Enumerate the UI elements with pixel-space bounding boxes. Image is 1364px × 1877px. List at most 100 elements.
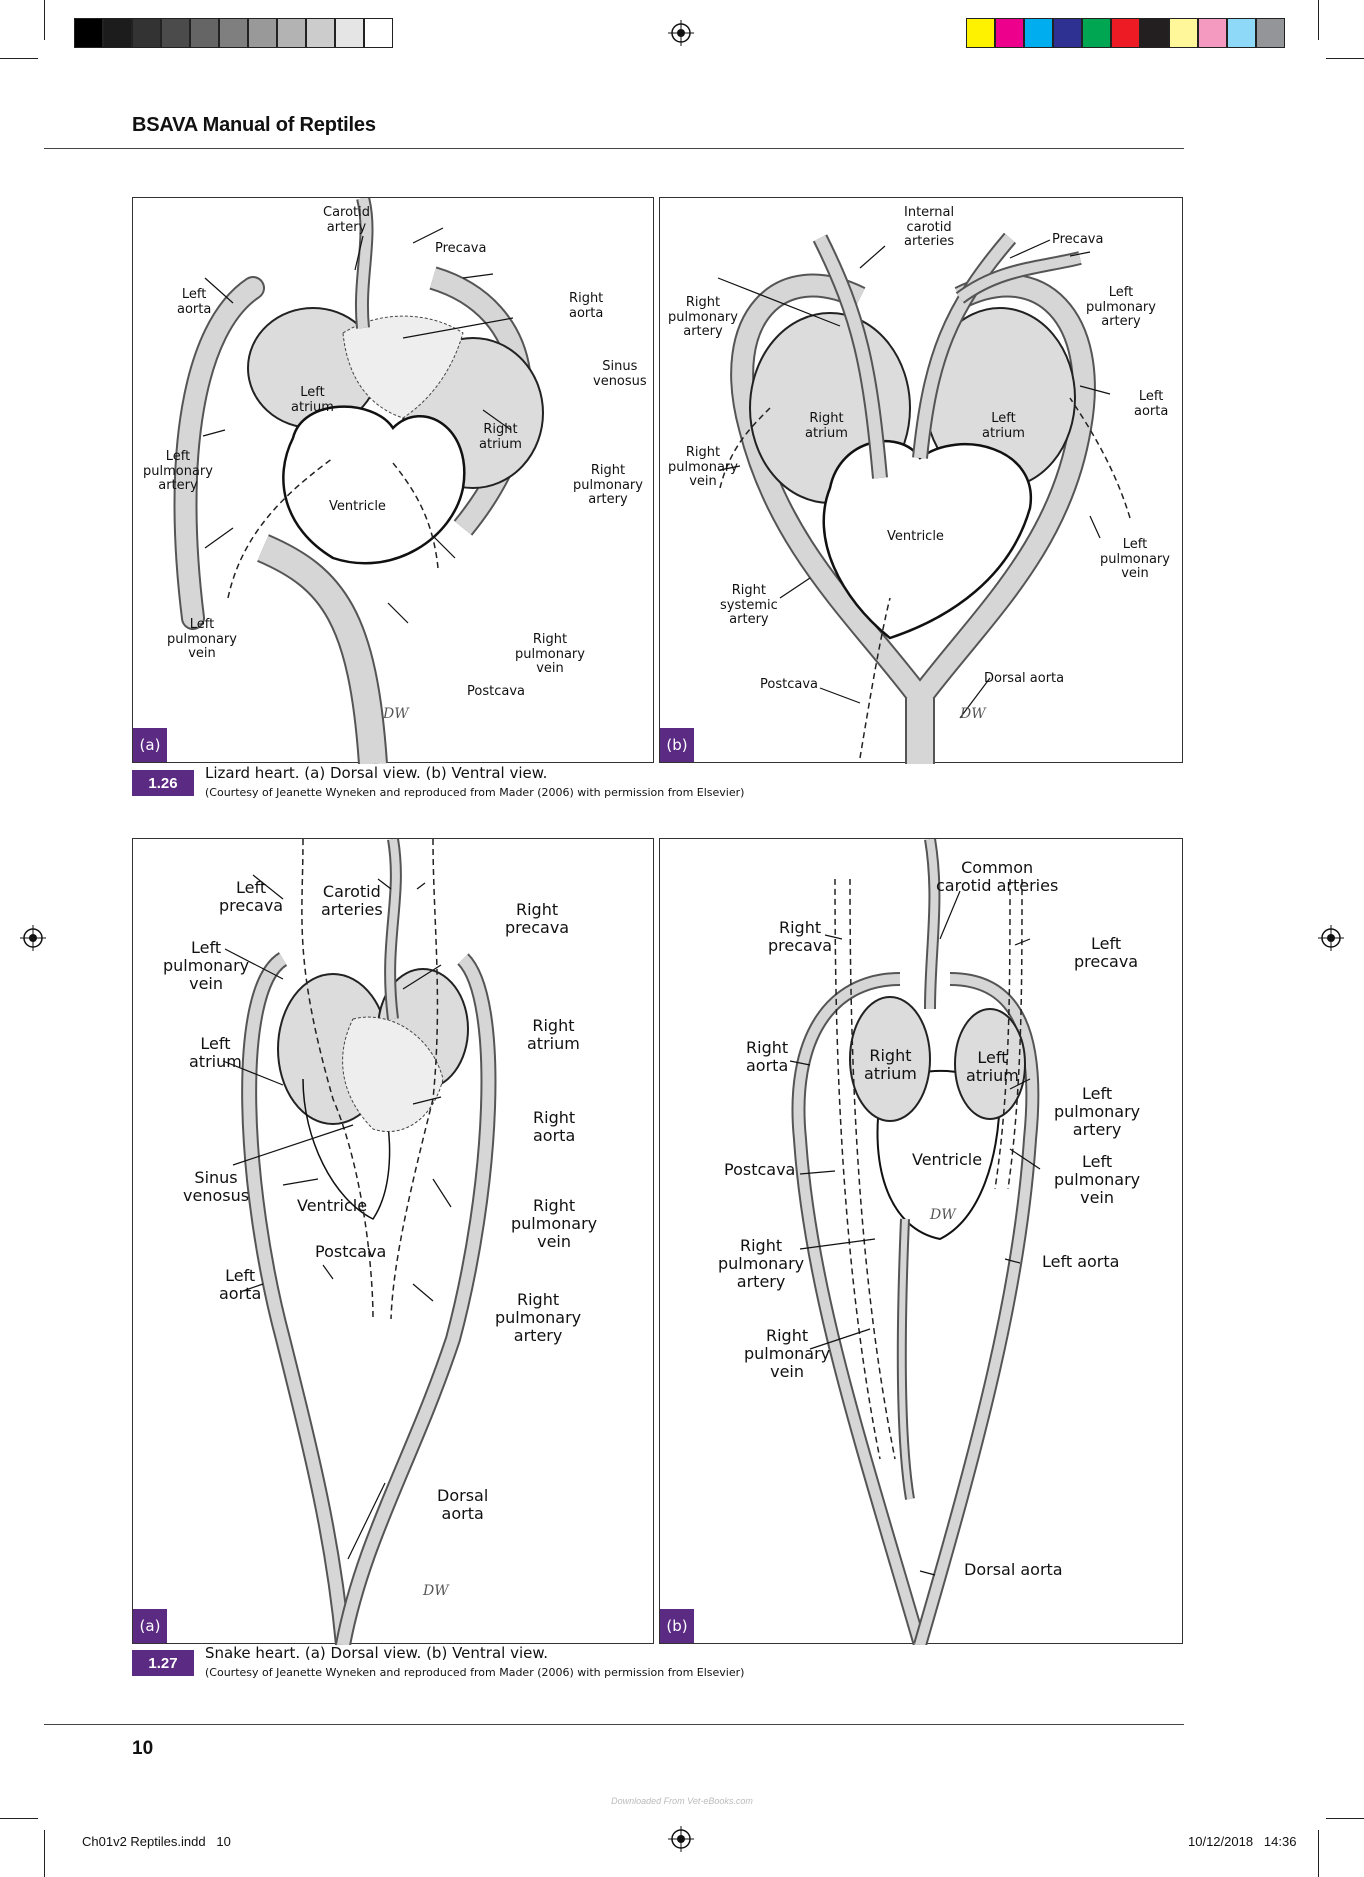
crop-mark [1318, 1830, 1319, 1877]
label-postcava: Postcava [467, 684, 525, 699]
figure-credit: (Courtesy of Jeanette Wyneken and reprod… [205, 1666, 745, 1679]
calibration-swatch [1082, 18, 1111, 48]
panel-tag: (a) [133, 1609, 167, 1643]
label-left-precava: Left precava [1074, 934, 1139, 971]
label-right-pulmonary-artery: Right pulmonary artery [668, 295, 738, 340]
calibration-swatch [1198, 18, 1227, 48]
label-internal-carotid-arteries: Internal carotid arteries [904, 205, 955, 250]
label-precava: Precava [435, 241, 487, 256]
label-dorsal-aorta: Dorsal aorta [437, 1486, 489, 1523]
calibration-swatch [364, 18, 393, 48]
label-right-pulmonary-artery: Right pulmonary artery [573, 463, 643, 508]
registration-mark-icon [1318, 925, 1344, 951]
calibration-swatch [219, 18, 248, 48]
label-right-systemic-artery: Right systemic artery [720, 583, 778, 628]
snake-heart-dorsal-diagram: DW [222, 839, 497, 1645]
label-right-precava: Right precava [768, 918, 833, 955]
label-left-pulmonary-vein: Left pulmonary vein [167, 617, 237, 662]
label-right-atrium: Right atrium [479, 422, 522, 452]
label-right-pulmonary-vein: Right pulmonary vein [744, 1326, 831, 1381]
label-left-aorta: Left aorta [1042, 1252, 1120, 1271]
calibration-swatch [1053, 18, 1082, 48]
label-right-pulmonary-artery: Right pulmonary artery [718, 1236, 805, 1291]
calibration-swatch [277, 18, 306, 48]
figure-caption: Lizard heart. (a) Dorsal view. (b) Ventr… [205, 764, 548, 782]
calibration-swatch [161, 18, 190, 48]
label-left-pulmonary-artery: Left pulmonary artery [143, 449, 213, 494]
label-left-pulmonary-vein: Left pulmonary vein [1100, 537, 1170, 582]
calibration-swatch [966, 18, 995, 48]
header-rule [44, 148, 1184, 149]
label-left-atrium: Left atrium [982, 411, 1025, 441]
label-sinus-venosus: Sinus venosus [593, 359, 647, 389]
figure-number: 1.27 [132, 1650, 194, 1676]
calibration-swatch [1227, 18, 1256, 48]
label-carotid-arteries: Carotid arteries [321, 882, 383, 919]
label-left-pulmonary-vein: Left pulmonary vein [1054, 1152, 1141, 1207]
lizard-heart-ventral-diagram: DW [717, 232, 1131, 764]
running-header: BSAVA Manual of Reptiles [132, 114, 376, 136]
calibration-swatch [335, 18, 364, 48]
label-dorsal-aorta: Dorsal aorta [984, 671, 1065, 686]
label-right-aorta: Right aorta [746, 1038, 789, 1075]
label-postcava: Postcava [315, 1242, 387, 1261]
calibration-swatch [1169, 18, 1198, 48]
label-left-aorta: Left aorta [219, 1266, 262, 1303]
label-right-atrium: Right atrium [527, 1016, 580, 1053]
crop-mark [0, 1818, 38, 1819]
crop-mark [0, 58, 38, 59]
calibration-swatch [1024, 18, 1053, 48]
calibration-swatch [74, 18, 103, 48]
label-left-aorta: Left aorta [177, 287, 212, 317]
slug-timestamp: 10/12/2018 14:36 [1188, 1834, 1297, 1849]
label-carotid-artery: Carotid artery [323, 205, 371, 235]
calibration-swatch [132, 18, 161, 48]
calibration-swatch [306, 18, 335, 48]
label-right-pulmonary-vein: Right pulmonary vein [515, 632, 585, 677]
calibration-swatch [1140, 18, 1169, 48]
calibration-swatch [1111, 18, 1140, 48]
svg-text:DW: DW [959, 706, 987, 722]
label-ventricle: Ventricle [329, 499, 386, 514]
label-left-precava: Left precava [219, 878, 284, 915]
figure-1-27-panel-a: DW Left precava Carotid arteries Right p… [132, 838, 654, 1645]
label-ventricle: Ventricle [887, 529, 944, 544]
label-left-atrium: Left atrium [291, 385, 334, 415]
figure-1-26-panel-a: DW Carotid artery Precava Left aorta Rig… [132, 197, 654, 764]
svg-text:DW: DW [422, 1583, 450, 1599]
label-right-pulmonary-vein: Right pulmonary vein [511, 1196, 598, 1251]
svg-text:DW: DW [929, 1207, 957, 1223]
label-right-pulmonary-artery: Right pulmonary artery [495, 1290, 582, 1345]
calibration-swatch [995, 18, 1024, 48]
crop-mark [44, 0, 45, 40]
label-ventricle: Ventricle [297, 1196, 368, 1215]
registration-mark-icon [20, 925, 46, 951]
label-left-aorta: Left aorta [1134, 389, 1169, 419]
calibration-swatch [1256, 18, 1285, 48]
crop-mark [1318, 0, 1319, 40]
panel-tag: (b) [660, 728, 694, 762]
label-ventricle: Ventricle [912, 1150, 983, 1169]
panel-tag: (a) [133, 728, 167, 762]
footer-rule [44, 1724, 1184, 1725]
figure-caption: Snake heart. (a) Dorsal view. (b) Ventra… [205, 1644, 549, 1662]
calibration-swatch [190, 18, 219, 48]
panel-tag: (b) [660, 1609, 694, 1643]
download-watermark: Downloaded From Vet-eBooks.com [611, 1796, 753, 1806]
figure-1-26-panel-b: DW Internal carotid arteries Precava Lef… [659, 197, 1183, 764]
label-right-aorta: Right aorta [533, 1108, 576, 1145]
label-sinus-venosus: Sinus venosus [183, 1168, 250, 1205]
label-left-atrium: Left atrium [189, 1034, 242, 1071]
slug-filename: Ch01v2 Reptiles.indd 10 [82, 1834, 231, 1849]
figure-number: 1.26 [132, 770, 194, 796]
label-right-pulmonary-vein: Right pulmonary vein [668, 445, 738, 490]
lizard-heart-dorsal-diagram: DW [173, 198, 544, 764]
crop-mark [44, 1830, 45, 1877]
page-number: 10 [132, 1738, 154, 1759]
snake-heart-ventral-diagram: DW [789, 839, 1041, 1645]
crop-mark [1326, 58, 1364, 59]
label-precava: Precava [1052, 232, 1104, 247]
label-right-aorta: Right aorta [569, 291, 604, 321]
label-left-atrium: Left atrium [966, 1048, 1019, 1085]
calibration-swatch [103, 18, 132, 48]
